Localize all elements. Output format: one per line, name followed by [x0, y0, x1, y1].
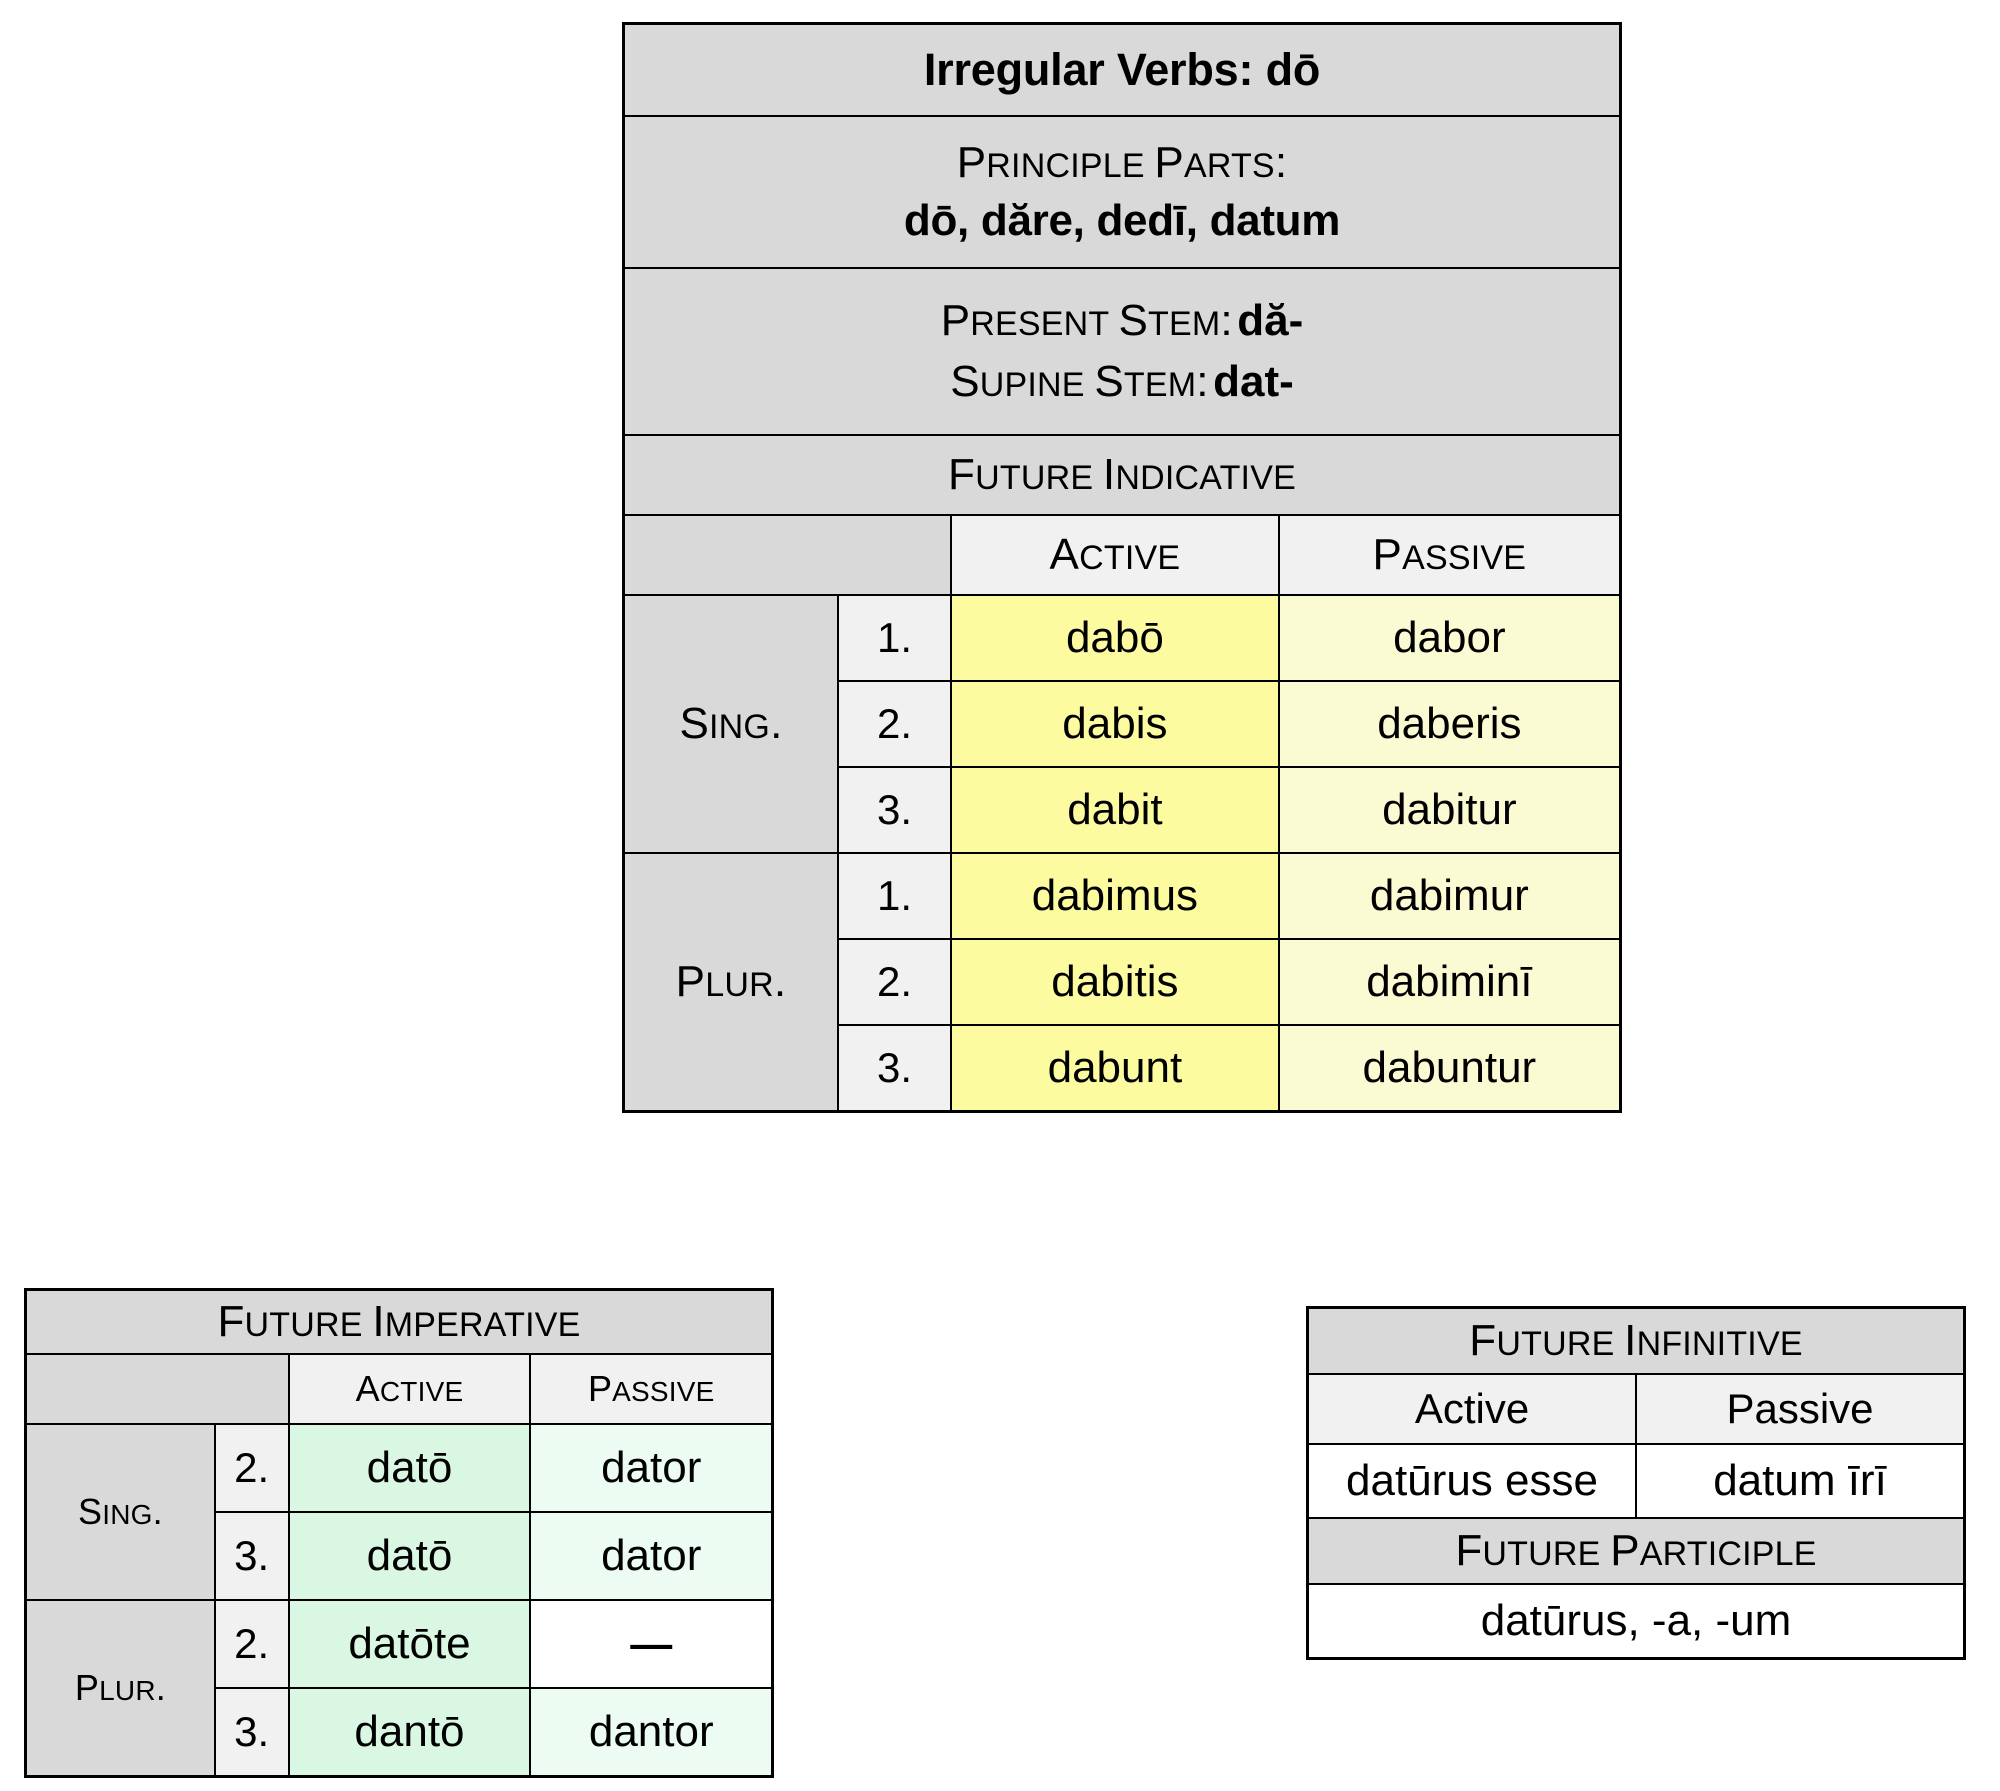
- form-passive: dabor: [1277, 594, 1622, 682]
- table-row: 3. dabunt dabuntur: [624, 1024, 1622, 1113]
- principle-parts-label: PRINCIPLE PARTS:: [956, 137, 1288, 187]
- mood-header: FUTURE INDICATIVE: [622, 434, 1622, 516]
- mood-header-text: FUTURE INDICATIVE: [948, 449, 1296, 499]
- form-active: dabitis: [950, 938, 1280, 1026]
- supine-stem-row: SUPINE STEM: dat-: [625, 356, 1619, 406]
- form-active: dabit: [950, 766, 1280, 854]
- table-row: SING. 1. dabō dabor: [622, 594, 1622, 854]
- table-row: SING. 2. datō dator: [24, 1423, 774, 1601]
- present-stem-value: dă-: [1237, 296, 1304, 346]
- form-active: dabunt: [950, 1024, 1280, 1113]
- person-number: 3.: [836, 766, 953, 854]
- number-label-plural: PLUR.: [622, 852, 839, 1113]
- supine-stem-value: dat-: [1213, 356, 1294, 406]
- present-stem-row: PRESENT STEM: dă-: [625, 298, 1619, 344]
- infinitive-passive-value: datum īrī: [1635, 1443, 1966, 1519]
- future-indicative-table: Irregular Verbs: dō PRINCIPLE PARTS: dō,…: [622, 22, 1622, 1113]
- imperative-title: FUTURE IMPERATIVE: [24, 1288, 774, 1355]
- table-row: 3. dabit dabitur: [624, 766, 1622, 854]
- table-row: 2. dabitis dabiminī: [624, 938, 1622, 1026]
- number-label-singular: SING.: [622, 594, 839, 854]
- form-passive: dabuntur: [1277, 1024, 1622, 1113]
- present-stem-label: PRESENT STEM:: [940, 296, 1233, 346]
- voice-header-blank: [622, 514, 953, 596]
- form-passive: dator: [529, 1423, 774, 1513]
- form-active: datō: [287, 1511, 532, 1601]
- principle-parts-value: dō, dăre, dedī, datum: [903, 196, 1341, 245]
- person-number: 2.: [836, 938, 953, 1026]
- number-label-singular: SING.: [24, 1423, 216, 1601]
- form-active: dabimus: [950, 852, 1280, 940]
- form-active: dantō: [287, 1687, 532, 1778]
- person-number: 2.: [213, 1423, 290, 1513]
- form-active: dabō: [950, 594, 1280, 682]
- table-row: datūrus esse datum īrī: [1306, 1443, 1966, 1519]
- form-passive: dabimur: [1277, 852, 1622, 940]
- form-passive: dabiminī: [1277, 938, 1622, 1026]
- participle-value: datūrus, -a, -um: [1306, 1583, 1966, 1660]
- person-number: 1.: [836, 852, 953, 940]
- table-row: 3. dantō dantor: [26, 1687, 774, 1778]
- voice-header-passive: Passive: [1635, 1373, 1966, 1445]
- person-number: 3.: [213, 1687, 290, 1778]
- form-active: dabis: [950, 680, 1280, 768]
- person-number: 2.: [213, 1599, 290, 1689]
- person-number: 3.: [213, 1511, 290, 1601]
- voice-header-active: ACTIVE: [287, 1353, 532, 1425]
- voice-header-active: Active: [1306, 1373, 1637, 1445]
- stems-cell: PRESENT STEM: dă- SUPINE STEM: dat-: [622, 267, 1622, 436]
- form-active: datōte: [287, 1599, 532, 1689]
- form-passive: daberis: [1277, 680, 1622, 768]
- form-passive: dator: [529, 1511, 774, 1601]
- table-row: 3. datō dator: [26, 1511, 774, 1601]
- form-passive-empty: —: [529, 1599, 774, 1689]
- number-label-plural: PLUR.: [24, 1599, 216, 1778]
- table-row: PLUR. 1. dabimus dabimur: [622, 852, 1622, 1113]
- supine-stem-label: SUPINE STEM:: [950, 356, 1209, 406]
- principle-parts-cell: PRINCIPLE PARTS: dō, dăre, dedī, datum: [622, 115, 1622, 269]
- future-imperative-table: FUTURE IMPERATIVE ACTIVE PASSIVE SING. 2…: [24, 1288, 774, 1778]
- voice-header-passive: PASSIVE: [1277, 514, 1622, 596]
- infinitive-active-value: datūrus esse: [1306, 1443, 1637, 1519]
- person-number: 2.: [836, 680, 953, 768]
- table-row: PLUR. 2. datōte —: [24, 1599, 774, 1778]
- form-passive: dantor: [529, 1687, 774, 1778]
- voice-header-passive: PASSIVE: [529, 1353, 774, 1425]
- form-active: datō: [287, 1423, 532, 1513]
- main-title-text: Irregular Verbs: dō: [923, 44, 1321, 96]
- person-number: 1.: [836, 594, 953, 682]
- voice-header-blank: [24, 1353, 290, 1425]
- infinitive-title: FUTURE INFINITIVE: [1306, 1306, 1966, 1375]
- form-passive: dabitur: [1277, 766, 1622, 854]
- future-infinitive-table: FUTURE INFINITIVE Active Passive datūrus…: [1306, 1306, 1966, 1660]
- voice-header-active: ACTIVE: [950, 514, 1280, 596]
- page-title: Irregular Verbs: dō: [622, 22, 1622, 117]
- table-row: 2. dabis daberis: [624, 680, 1622, 768]
- person-number: 3.: [836, 1024, 953, 1113]
- participle-title: FUTURE PARTICIPLE: [1306, 1517, 1966, 1585]
